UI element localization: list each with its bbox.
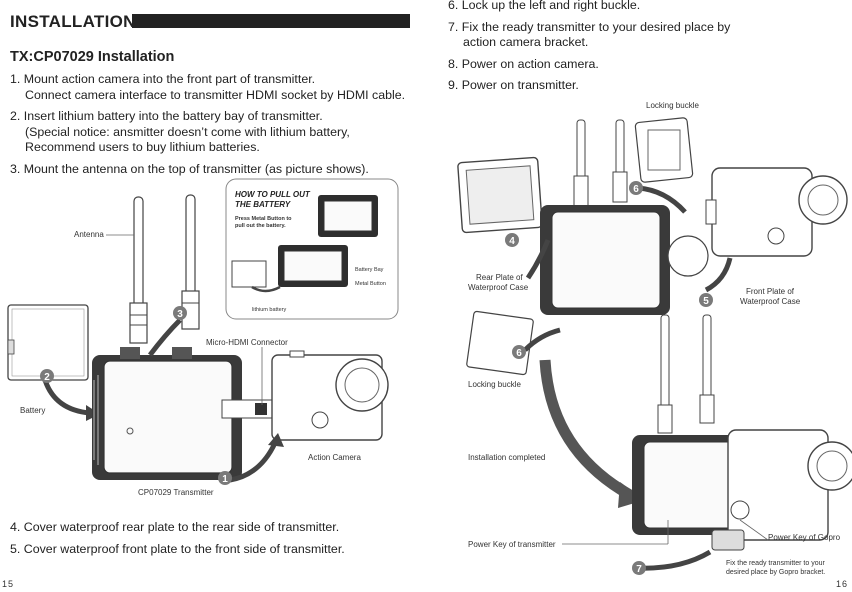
marker-4: 4 [505,233,519,247]
inset-title-line-1: HOW TO PULL OUT [235,190,311,199]
antenna-mount-arrow [148,318,182,357]
installation-completed-label: Installation completed [468,453,545,462]
locking-buckle-bottom-label: Locking buckle [468,380,521,389]
inset-metal-button: Metal Button [355,281,386,287]
step-2-line-2: (Special notice: ansmitter doesn’t come … [25,124,350,139]
inset-note-line-2: pull out the battery. [235,223,286,229]
front-plate-label-line-2: Waterproof Case [740,297,801,306]
front-plate-arrow [704,257,733,293]
svg-text:6: 6 [633,184,639,195]
page-number-left: 15 [2,579,15,589]
transmitter-assembly-figure: Antenna Battery Action Camera Micro-HDMI… [7,178,399,497]
marker-7: 7 [632,561,646,575]
camera-mount-arrow [229,441,278,483]
page-number-right: 16 [836,579,849,589]
marker-6-bottom: 6 [512,345,526,359]
power-key-gopro-label: Power Key of Gopro [768,533,841,542]
step-4: 4. Cover waterproof rear plate to the re… [10,520,340,534]
inset-note-line-1: Press Metal Button to [235,216,292,222]
marker-1: 1 [218,471,232,485]
steps-6-9: 6. Lock up the left and right buckle. 7.… [448,0,730,94]
step-1-line-2: Connect camera interface to transmitter … [25,87,406,102]
heading-bar [132,14,410,28]
step-2-line-3: Recommend users to buy lithium batteries… [25,140,260,154]
inset-lithium-battery: lithium battery [252,307,286,313]
transmitter-body [92,347,273,480]
step-5: 5. Cover waterproof front plate to the f… [10,541,345,556]
rear-plate-arrow [525,239,551,280]
svg-text:3: 3 [177,309,183,320]
svg-text:1: 1 [222,474,228,485]
fix-note-line-1: Fix the ready transmitter to your [726,560,825,567]
rear-plate-label-line-2: Waterproof Case [468,283,529,292]
rear-plate-label-line-1: Rear Plate of [476,273,523,282]
step-7-line-1: 7. Fix the ready transmitter to your des… [448,19,731,34]
step-7-line-2: action camera bracket. [463,35,589,49]
battery-insert-arrow [42,379,91,416]
locking-buckle-top-label: Locking buckle [646,101,699,110]
step-3-line-1: 3. Mount the antenna on the top of trans… [10,161,369,176]
battery-illustration [7,304,89,381]
battery-label: Battery [20,406,45,415]
step-6: 6. Lock up the left and right buckle. [448,0,641,12]
svg-text:7: 7 [636,564,642,575]
antenna-left [129,196,148,344]
marker-6-top: 6 [629,181,643,195]
step-9: 9. Power on transmitter. [448,78,579,92]
fix-note-line-2: desired place by Gopro bracket. [726,569,825,576]
transmitter-label: CP07029 Transmitter [138,488,214,497]
locking-buckle-top [634,117,694,183]
completed-assembly [632,429,852,551]
transmitter-middle [540,205,709,315]
rear-plate [457,156,543,234]
power-key-transmitter-label: Power Key of transmitter [468,540,556,549]
marker-3: 3 [173,306,187,320]
marker-5: 5 [699,293,713,307]
waterproof-case-figure: Locking buckle Rear Plate of Waterproof … [457,101,852,576]
svg-text:5: 5 [703,296,709,307]
svg-text:4: 4 [509,236,515,247]
inset-battery-bay: Battery Bay [355,267,384,273]
svg-text:2: 2 [44,372,50,383]
section-subtitle: TX:CP07029 Installation [10,49,175,65]
bracket-arrow [634,549,712,571]
action-camera-label: Action Camera [308,453,361,462]
svg-text:6: 6 [516,348,522,359]
front-plate-case [705,167,848,257]
action-camera-illustration [271,350,389,441]
locking-buckle-bottom [466,310,534,376]
steps-1-3: 1. Mount action camera into the front pa… [10,72,405,177]
front-plate-label-line-1: Front Plate of [746,287,795,296]
steps-4-5: 4. Cover waterproof rear plate to the re… [10,520,345,557]
marker-2: 2 [40,369,54,383]
antenna-label: Antenna [74,230,104,239]
battery-removal-inset: HOW TO PULL OUT THE BATTERY Press Metal … [225,178,399,320]
step-8: 8. Power on action camera. [448,56,599,71]
inset-title-line-2: THE BATTERY [235,200,291,209]
step-1-line-1: 1. Mount action camera into the front pa… [10,72,316,86]
micro-hdmi-label: Micro-HDMI Connector [206,338,288,347]
assembly-arrow [539,359,633,500]
section-heading: INSTALLATION [10,12,136,31]
buckle-bottom-arrow [523,327,561,352]
step-2-line-1: 2. Insert lithium battery into the batte… [10,109,323,123]
